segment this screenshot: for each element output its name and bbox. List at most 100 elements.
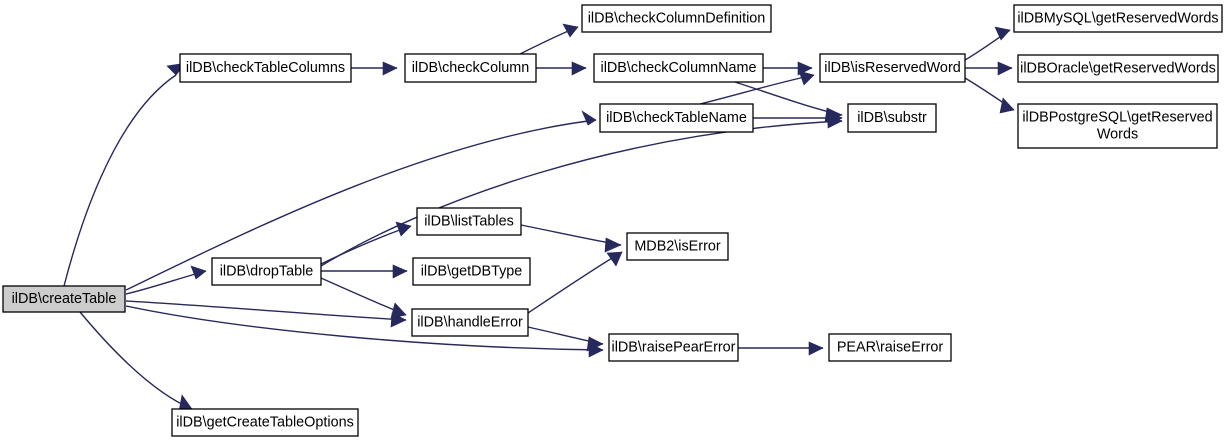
nodes-layer: ilDB\createTable ilDB\checkTableColumns il…: [2, 4, 1223, 437]
node-listTables[interactable]: ilDB\listTables: [416, 207, 522, 236]
arrowhead-icon: [392, 264, 408, 279]
edge-isReservedWord-to-postgresReservedWords: [964, 77, 1015, 114]
node-isReservedWord[interactable]: ilDB\isReservedWord: [819, 53, 966, 83]
edge-line: [320, 120, 843, 267]
node-checkTableColumns[interactable]: ilDB\checkTableColumns: [179, 53, 352, 83]
node-box[interactable]: [412, 257, 531, 286]
node-createTable[interactable]: ilDB\createTable: [2, 285, 126, 313]
edge-handleError-to-raisePearError: [527, 326, 604, 352]
node-handleError[interactable]: ilDB\handleError: [411, 308, 529, 337]
edges-layer: [63, 23, 1015, 412]
edge-createTable-to-dropTable: [125, 265, 207, 295]
node-getDBType[interactable]: ilDB\getDBType: [412, 257, 531, 286]
node-box[interactable]: [211, 257, 322, 286]
node-label: ilDB\checkTableName: [606, 110, 747, 126]
node-box[interactable]: [1017, 103, 1218, 149]
node-box[interactable]: [179, 53, 352, 83]
node-label: ilDB\getDBType: [421, 263, 523, 279]
node-pearRaiseError[interactable]: PEAR\raiseError: [828, 333, 952, 362]
node-label: Words: [1097, 126, 1138, 142]
node-box[interactable]: [828, 333, 952, 362]
edge-listTables-to-mdb2IsError: [520, 224, 622, 253]
node-label: ilDB\checkColumnDefinition: [588, 10, 766, 26]
arrowhead-icon: [395, 221, 412, 237]
node-mdb2IsError[interactable]: MDB2\isError: [626, 232, 729, 261]
edge-createTable-to-getCreateTableOptions: [79, 311, 193, 412]
edge-line: [320, 225, 412, 265]
node-label: ilDB\listTables: [424, 213, 514, 229]
node-label: ilDB\raisePearError: [612, 339, 736, 355]
node-label: ilDB\substr: [857, 110, 927, 126]
arrowhead-icon: [190, 265, 207, 280]
node-getCreateTableOptions[interactable]: ilDB\getCreateTableOptions: [171, 408, 359, 437]
node-box[interactable]: [593, 53, 764, 83]
edge-checkTableColumns-to-checkColumn: [351, 61, 398, 76]
node-postgresReservedWords[interactable]: ilDBPostgreSQL\getReservedWords: [1017, 103, 1218, 149]
node-label: PEAR\raiseError: [837, 339, 944, 355]
node-label: ilDB\createTable: [12, 291, 117, 307]
edge-line: [63, 74, 177, 287]
edge-dropTable-to-listTables: [320, 221, 412, 265]
edge-line: [125, 119, 597, 291]
node-box[interactable]: [626, 232, 729, 261]
node-checkColumn[interactable]: ilDB\checkColumn: [404, 53, 537, 83]
arrowhead-icon: [562, 23, 579, 38]
edge-dropTable-to-getDBType: [321, 264, 408, 279]
node-box[interactable]: [411, 308, 529, 337]
node-checkColumnDefinition[interactable]: ilDB\checkColumnDefinition: [581, 4, 772, 33]
node-box[interactable]: [171, 408, 359, 437]
node-box[interactable]: [404, 53, 537, 83]
edge-line: [79, 311, 193, 410]
node-box[interactable]: [416, 207, 522, 236]
node-label: ilDB\dropTable: [220, 263, 314, 279]
arrowhead-icon: [382, 61, 398, 76]
node-label: ilDBOracle\getReservedWords: [1020, 60, 1216, 76]
edge-createTable-to-checkTableColumns: [63, 62, 187, 287]
node-box[interactable]: [847, 103, 937, 133]
node-substr[interactable]: ilDB\substr: [847, 103, 937, 133]
node-checkColumnName[interactable]: ilDB\checkColumnName: [593, 53, 764, 83]
node-oracleReservedWords[interactable]: ilDBOracle\getReservedWords: [1017, 54, 1219, 83]
node-mysqlReservedWords[interactable]: ilDBMySQL\getReservedWords: [1013, 4, 1223, 33]
edge-dropTable-to-handleError: [320, 277, 407, 319]
node-label: MDB2\isError: [634, 238, 721, 254]
edge-handleError-to-mdb2IsError: [527, 251, 623, 314]
node-box[interactable]: [608, 333, 739, 362]
edge-line: [527, 251, 623, 314]
arrowhead-icon: [581, 110, 597, 126]
arrowhead-icon: [571, 61, 587, 76]
arrowhead-icon: [827, 113, 843, 129]
node-box[interactable]: [1013, 4, 1223, 33]
edge-checkTableName-to-isReservedWord: [699, 70, 815, 105]
edge-checkColumn-to-checkColumnDefinition: [519, 23, 579, 55]
node-box[interactable]: [1017, 54, 1219, 83]
edge-createTable-to-raisePearError: [125, 305, 604, 358]
node-box[interactable]: [599, 103, 754, 133]
arrowhead-icon: [999, 97, 1015, 114]
node-raisePearError[interactable]: ilDB\raisePearError: [608, 333, 739, 362]
edge-dropTable-to-substr: [320, 113, 843, 267]
arrowhead-icon: [798, 70, 815, 86]
edge-raisePearError-to-pearRaiseError: [738, 341, 824, 356]
arrowhead-icon: [604, 237, 622, 253]
node-dropTable[interactable]: ilDB\dropTable: [211, 257, 322, 286]
node-box[interactable]: [581, 4, 772, 33]
node-box[interactable]: [819, 53, 966, 83]
arrowhead-icon: [808, 341, 824, 356]
node-label: ilDB\checkColumn: [412, 60, 530, 76]
edge-line: [125, 300, 407, 321]
node-label: ilDBPostgreSQL\getReserved: [1022, 109, 1212, 125]
node-box[interactable]: [2, 285, 126, 313]
arrowhead-icon: [586, 336, 604, 352]
arrowhead-icon: [606, 251, 623, 267]
node-label: ilDB\isReservedWord: [824, 60, 961, 76]
arrowhead-icon: [997, 61, 1013, 76]
node-checkTableName[interactable]: ilDB\checkTableName: [599, 103, 754, 133]
node-label: ilDB\getCreateTableOptions: [176, 414, 354, 430]
arrowhead-icon: [994, 26, 1011, 41]
edge-isReservedWord-to-oracleReservedWords: [965, 61, 1013, 76]
edge-createTable-to-checkTableName: [125, 110, 597, 291]
node-label: ilDB\handleError: [417, 314, 523, 330]
